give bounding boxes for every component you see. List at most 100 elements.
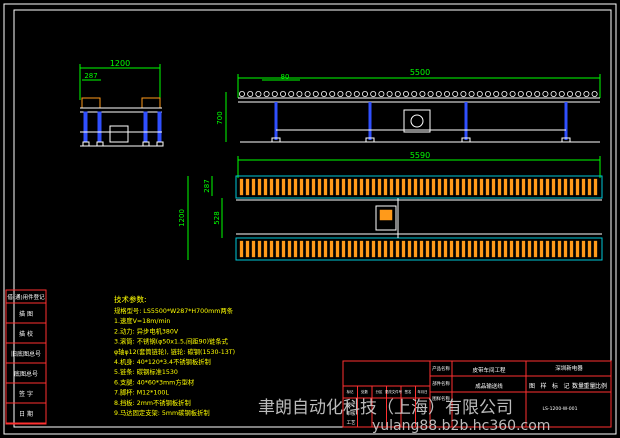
top-conveyor-2-roller-14 (317, 240, 322, 258)
watermark-company: 聿朗自动化科技（上海）有限公司 (258, 398, 513, 418)
side-motor (109, 125, 129, 143)
left-table-row-1: 描 图 (19, 310, 33, 318)
inner-frame (13, 9, 612, 428)
top-conveyor-2-roller-5 (263, 240, 268, 258)
tb-col-6: 重量 (583, 382, 595, 390)
top-conveyor-2-roller-15 (323, 240, 328, 258)
front-roller-42 (575, 91, 582, 98)
top-conveyor-1-roller-51 (539, 178, 544, 196)
top-conveyor-2-roller-2 (245, 240, 250, 258)
top-motor-gear (379, 209, 393, 221)
front-roller-32 (493, 91, 500, 98)
side-roller-right (141, 97, 161, 109)
top-conveyor-2-roller-60 (593, 240, 598, 258)
front-roller-37 (534, 91, 541, 98)
notes-line-7: 5.链条: 碳钢标准1530 (114, 367, 178, 376)
front-roller-10 (312, 91, 319, 98)
side-foot-4 (156, 141, 164, 147)
tb-drawing: 成品输送线 (475, 382, 503, 390)
top-length-label: 5590 (410, 151, 430, 160)
front-roller-36 (526, 91, 533, 98)
notes-title: 技术参数: (114, 294, 147, 304)
front-roller-4 (263, 91, 270, 98)
side-leg-1 (83, 111, 88, 143)
top-conveyor-1-roller-25 (383, 178, 388, 196)
front-roller-18 (378, 91, 385, 98)
front-roller-24 (427, 91, 434, 98)
top-conveyor-1-roller-47 (515, 178, 520, 196)
top-conveyor-1-roller-37 (455, 178, 460, 196)
top-conveyor-2-roller-35 (443, 240, 448, 258)
front-roller-29 (468, 91, 475, 98)
top-conveyor-2-roller-53 (551, 240, 556, 258)
side-foot-3 (142, 141, 150, 147)
front-roller-27 (452, 91, 459, 98)
top-conveyor-1-roller-30 (413, 178, 418, 196)
top-conveyor-1-roller-8 (281, 178, 286, 196)
top-conveyor-1-roller-33 (431, 178, 436, 196)
top-conveyor-2-roller-55 (563, 240, 568, 258)
top-conveyor-1-roller-38 (461, 178, 466, 196)
top-conveyor-1-roller-49 (527, 178, 532, 196)
tb-drawing-no: LS-1200-W-001 (542, 406, 577, 412)
top-conveyor-2-roller-17 (335, 240, 340, 258)
front-roller-43 (583, 91, 590, 98)
top-conveyor-1-roller-41 (479, 178, 484, 196)
notes-line-5: φ轴φ12(套筒链轮), 链轮: 碳钢(1530-13T) (114, 347, 235, 356)
top-conveyor-2-roller-13 (311, 240, 316, 258)
front-roller-2 (247, 91, 254, 98)
top-conveyor-2-roller-19 (347, 240, 352, 258)
top-conveyor-1-roller-16 (329, 178, 334, 196)
side-sub-label: 287 (84, 72, 97, 80)
front-roller-6 (279, 91, 286, 98)
top-conveyor-2-roller-48 (521, 240, 526, 258)
top-conveyor-1-roller-56 (569, 178, 574, 196)
top-conveyor-2-roller-43 (491, 240, 496, 258)
top-conveyor-2-roller-8 (281, 240, 286, 258)
top-conveyor-1-roller-40 (473, 178, 478, 196)
notes-line-9: 7.脚杯: M12*100L (114, 388, 169, 397)
tb-product: 皮带车间工程 (472, 366, 506, 374)
top-conveyor-2-roller-30 (413, 240, 418, 258)
top-conveyor-2-roller-3 (251, 240, 256, 258)
watermark-url: yulang88.b2b.hc360.com (372, 418, 551, 434)
front-roller-11 (320, 91, 327, 98)
left-table-row-2: 描 校 (19, 330, 33, 338)
top-conveyor-2-roller-4 (257, 240, 262, 258)
top-width-label: 1200 (178, 209, 186, 227)
front-roller-34 (509, 91, 516, 98)
tb-company: 深圳新电器 (555, 364, 583, 372)
top-conveyor-1-roller-7 (275, 178, 280, 196)
top-conveyor-2-roller-49 (527, 240, 532, 258)
top-conveyor-1-roller-31 (419, 178, 424, 196)
top-conveyor-1-roller-42 (485, 178, 490, 196)
top-conveyor-1-roller-52 (545, 178, 550, 196)
notes-line-4: 3.滚筒: 不锈钢(φ50x1.5,间距90)链条式 (114, 337, 229, 346)
top-conveyor-2-roller-9 (287, 240, 292, 258)
top-conveyor-1-roller-39 (467, 178, 472, 196)
top-conveyor-1-roller-24 (377, 178, 382, 196)
tb-side-2: 部件名称 (432, 380, 450, 387)
top-conveyor-2-roller-57 (575, 240, 580, 258)
tb-tiny-6: 年月日 (417, 389, 427, 394)
tb-role-1: 设计 (347, 401, 356, 408)
tb-col-4: 记 (563, 383, 569, 390)
front-roller-5 (271, 91, 278, 98)
top-conveyor-2-roller-32 (425, 240, 430, 258)
top-conveyor-2-roller-56 (569, 240, 574, 258)
top-conveyor-1-roller-22 (365, 178, 370, 196)
front-motor (403, 109, 431, 133)
top-conveyor-1-roller-18 (341, 178, 346, 196)
front-roller-40 (558, 91, 565, 98)
tb-col-1: 图 (529, 383, 535, 390)
top-conveyor-1-roller-3 (251, 178, 256, 196)
front-roller-25 (435, 91, 442, 98)
tb-col-7: 比例 (595, 382, 607, 390)
top-conveyor-2-outline (235, 237, 603, 261)
top-conveyor-1-roller-2 (245, 178, 250, 196)
top-conveyor-2-roller-24 (377, 240, 382, 258)
top-conveyor-2-roller-22 (365, 240, 370, 258)
front-roller-35 (517, 91, 524, 98)
top-conveyor-1-roller-54 (557, 178, 562, 196)
top-conveyor-1-outline (235, 175, 603, 199)
